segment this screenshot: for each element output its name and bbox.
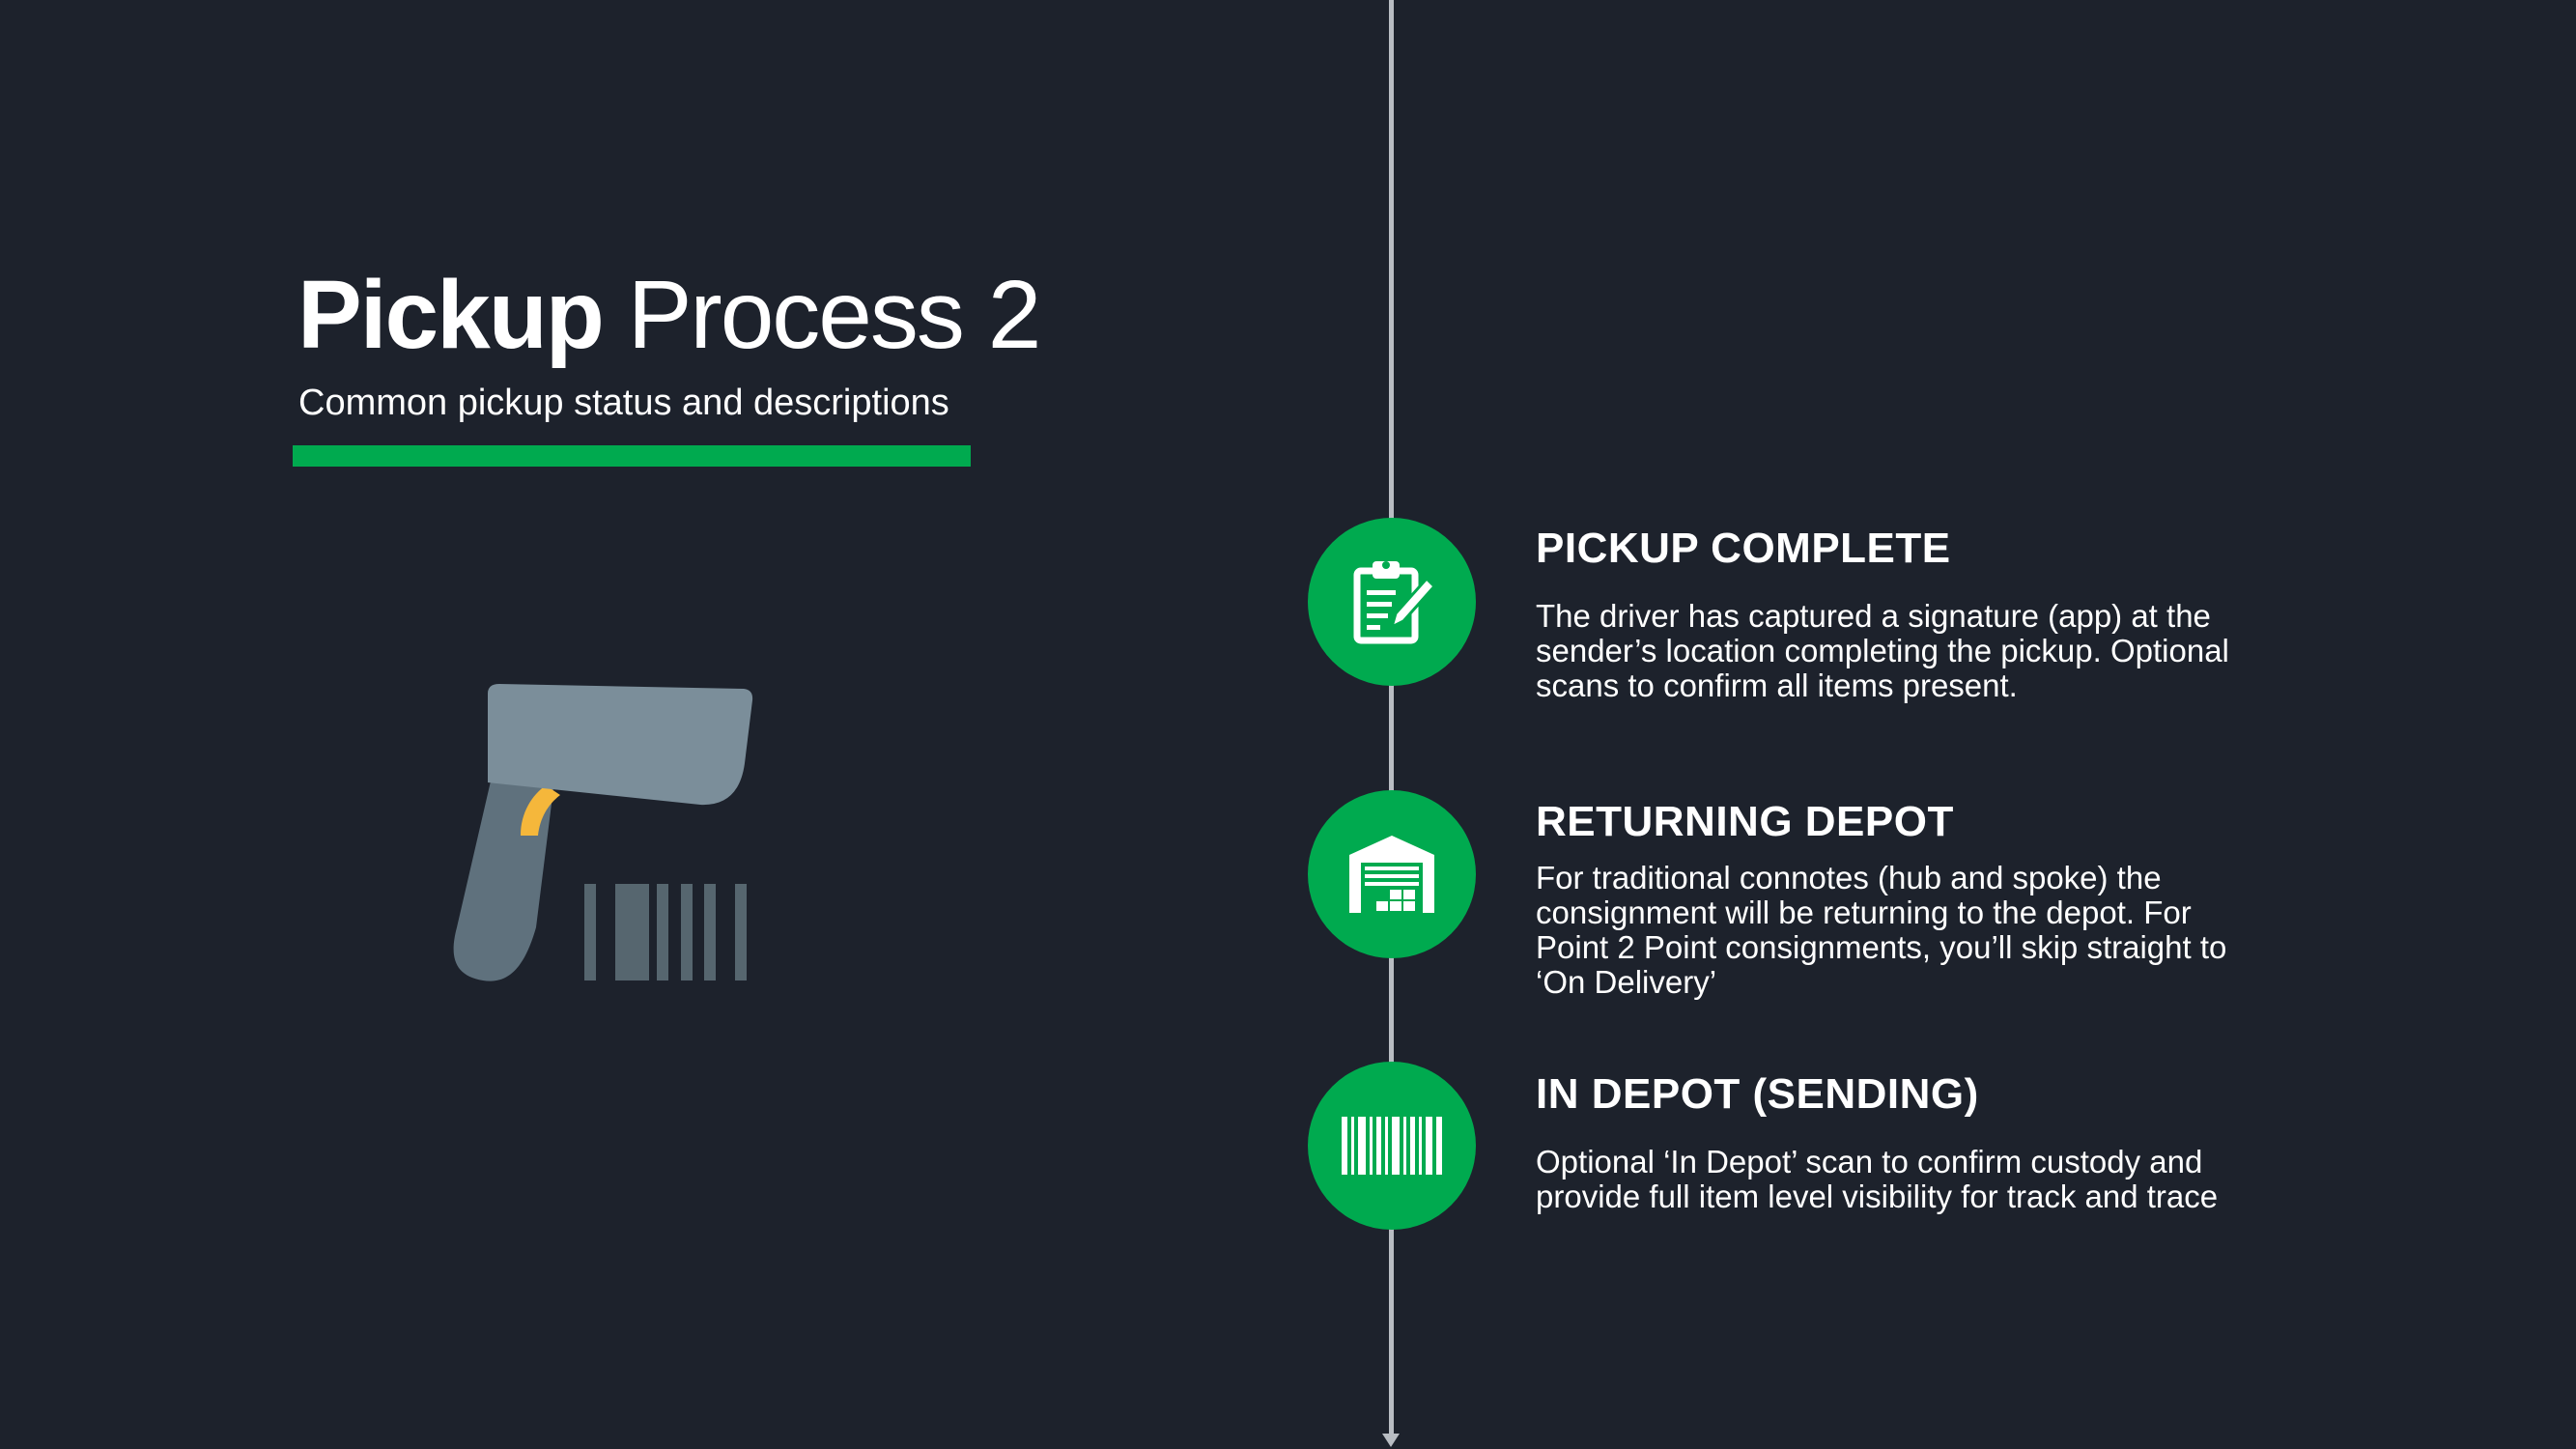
timeline-arrow-icon bbox=[1382, 1434, 1400, 1447]
step-description: For traditional connotes (hub and spoke)… bbox=[1536, 860, 2227, 1000]
step-title: PICKUP COMPLETE bbox=[1536, 525, 1951, 572]
step-description: Optional ‘In Depot’ scan to confirm cust… bbox=[1536, 1144, 2219, 1214]
step-node-returning-depot bbox=[1308, 790, 1476, 958]
step-pickup-complete: PICKUP COMPLETE The driver has captured … bbox=[1536, 527, 2357, 703]
page-title-light: Process 2 bbox=[627, 261, 1042, 369]
barcode-scanner-icon bbox=[439, 681, 768, 1000]
title-underline bbox=[293, 445, 971, 467]
step-title: RETURNING DEPOT bbox=[1536, 798, 1954, 845]
page-title-bold: Pickup bbox=[297, 261, 605, 369]
page-title: Pickup Process 2 bbox=[297, 267, 1041, 363]
step-in-depot-sending: IN DEPOT (SENDING) Optional ‘In Depot’ s… bbox=[1536, 1073, 2357, 1214]
step-returning-depot: RETURNING DEPOT For traditional connotes… bbox=[1536, 801, 2357, 1000]
timeline-line bbox=[1389, 0, 1394, 1437]
clipboard-edit-icon bbox=[1353, 561, 1437, 644]
warehouse-icon bbox=[1349, 836, 1434, 913]
step-node-in-depot bbox=[1308, 1062, 1476, 1230]
barcode-icon bbox=[1342, 1117, 1442, 1175]
step-description: The driver has captured a signature (app… bbox=[1536, 598, 2229, 703]
step-title: IN DEPOT (SENDING) bbox=[1536, 1070, 1979, 1118]
page-subtitle: Common pickup status and descriptions bbox=[298, 383, 949, 423]
step-node-pickup-complete bbox=[1308, 518, 1476, 686]
